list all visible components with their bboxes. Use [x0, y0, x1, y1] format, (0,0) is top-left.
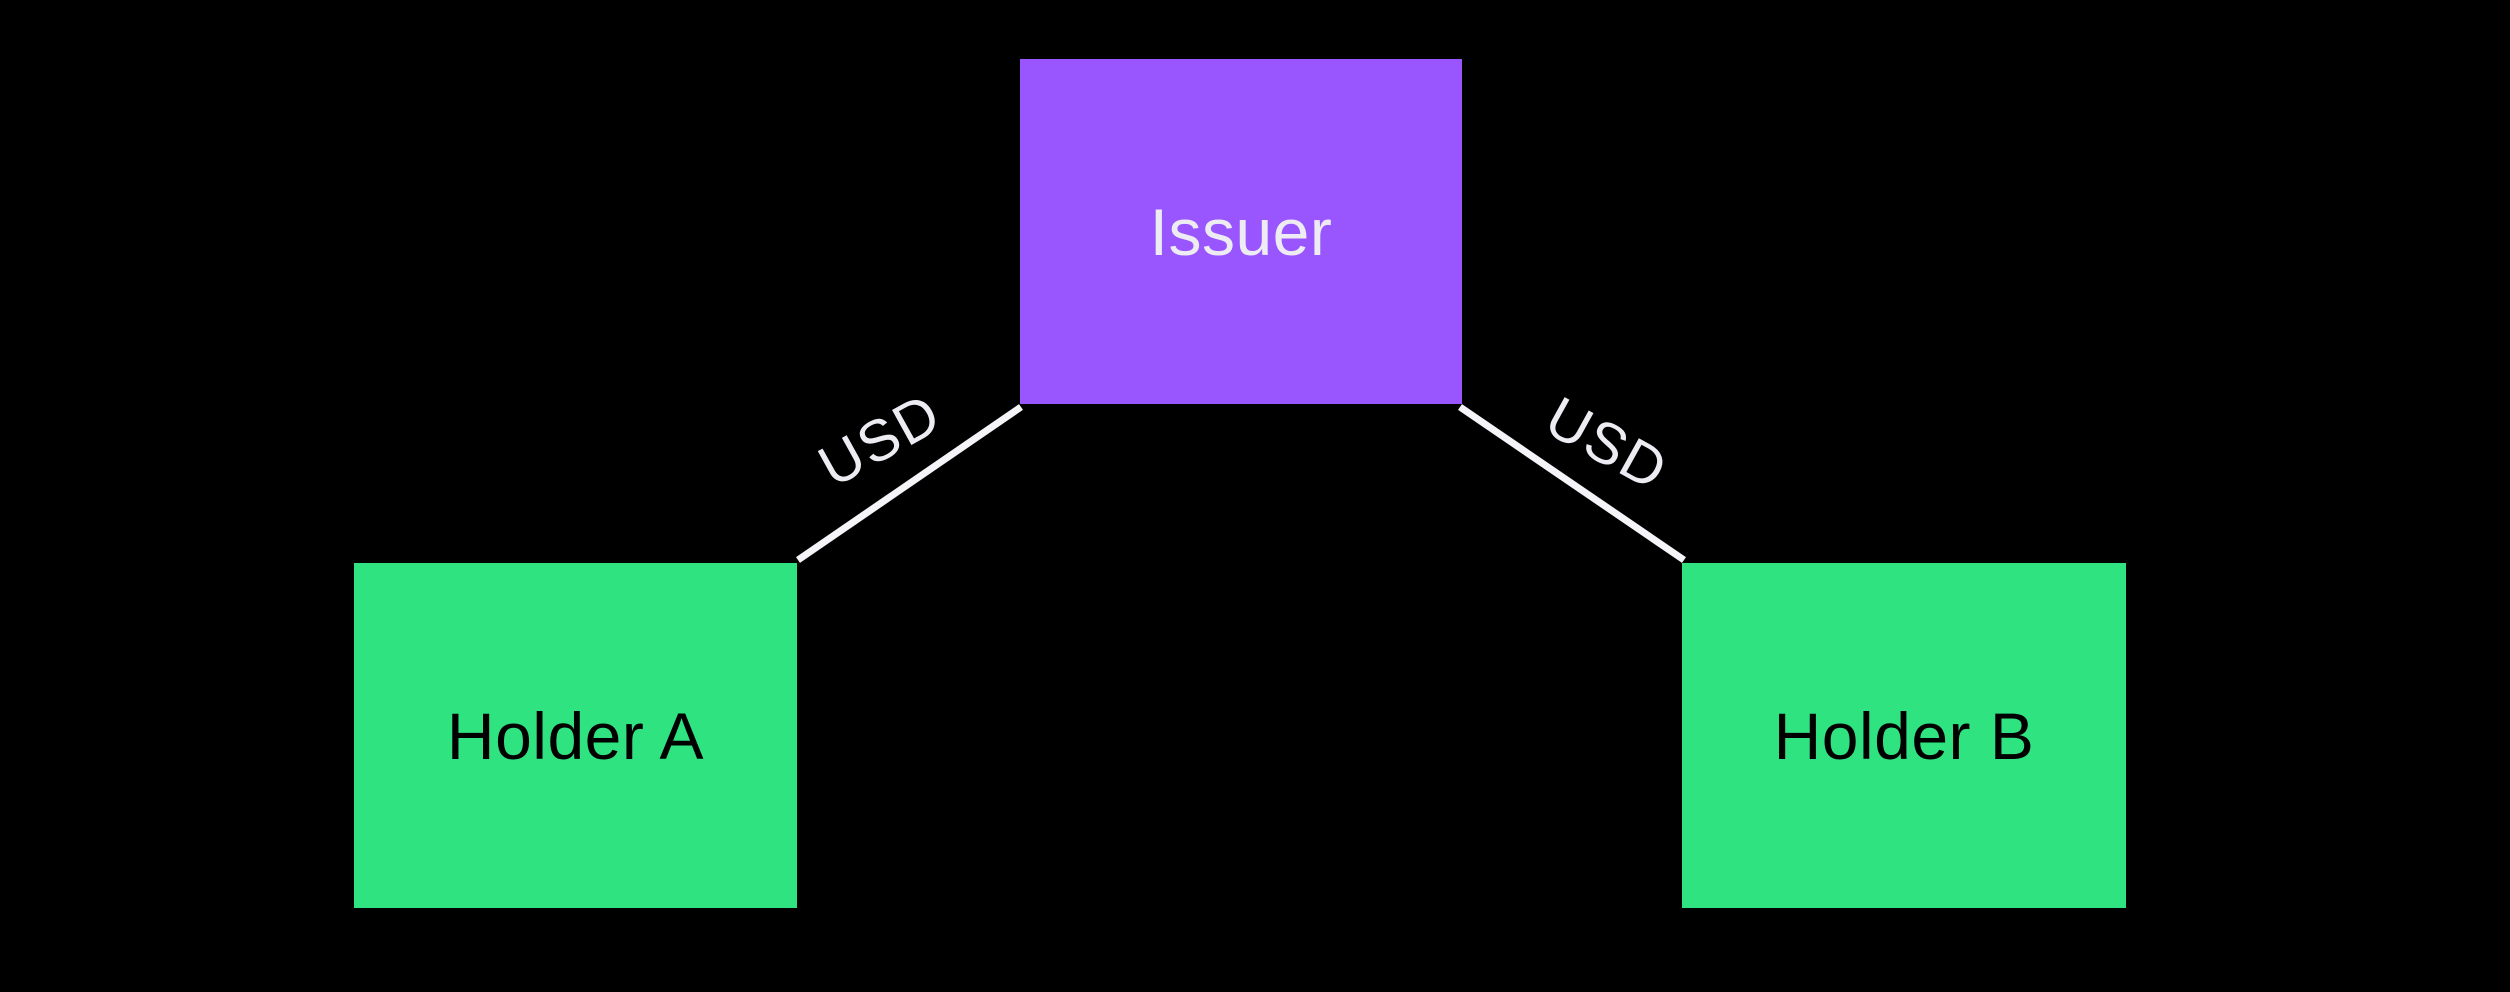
node-holder-b: Holder B	[1682, 563, 2126, 908]
node-holder-a-label: Holder A	[446, 698, 705, 773]
node-issuer: Issuer	[1020, 59, 1462, 404]
node-holder-b-label: Holder B	[1773, 698, 2035, 773]
edge-line-holder-a-issuer	[796, 404, 1023, 563]
node-holder-a: Holder A	[354, 563, 797, 908]
edge-line-issuer-holder-b	[1458, 404, 1686, 563]
node-issuer-label: Issuer	[1149, 194, 1333, 269]
